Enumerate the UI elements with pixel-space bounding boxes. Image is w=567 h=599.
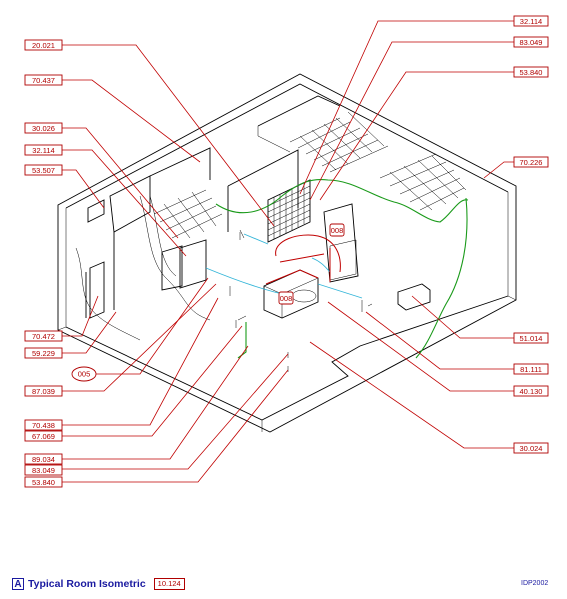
callout-81111: 81.111	[513, 363, 549, 375]
svg-text:83.049: 83.049	[520, 38, 543, 47]
svg-text:83.049: 83.049	[32, 466, 55, 475]
callout-70438: 70.438	[24, 419, 63, 431]
callout-32114-top: 32.114	[513, 15, 549, 27]
view-reference-tag: 10.124	[153, 578, 185, 590]
svg-text:59.229: 59.229	[32, 349, 55, 358]
sheet-code: IDP2002	[521, 580, 549, 587]
svg-text:70.472: 70.472	[32, 332, 55, 341]
svg-text:40.130: 40.130	[520, 387, 543, 396]
callout-70437: 70.437	[24, 74, 63, 86]
svg-text:005: 005	[78, 370, 91, 379]
green-wall-edges	[215, 178, 469, 359]
svg-text:51.014: 51.014	[520, 334, 543, 343]
svg-text:53.840: 53.840	[32, 478, 55, 487]
svg-text:53.507: 53.507	[32, 166, 55, 175]
callout-89034: 89.034	[24, 453, 63, 465]
callout-67069: 67.069	[24, 430, 63, 442]
svg-text:30.026: 30.026	[32, 124, 55, 133]
callout-40130: 40.130	[513, 385, 549, 397]
svg-text:67.069: 67.069	[32, 432, 55, 441]
svg-text:89.034: 89.034	[32, 455, 55, 464]
svg-text:70.438: 70.438	[32, 421, 55, 430]
callout-53840-bottom: 53.840	[24, 476, 63, 488]
svg-text:32.114: 32.114	[520, 17, 542, 26]
callout-20021: 20.021	[24, 39, 63, 51]
svg-text:20.021: 20.021	[32, 41, 55, 50]
svg-text:53.840: 53.840	[520, 68, 543, 77]
svg-text:008: 008	[280, 294, 293, 303]
view-title: Typical Room Isometric	[28, 578, 146, 590]
callout-32114-left: 32.114	[24, 144, 63, 156]
svg-text:70.226: 70.226	[520, 158, 543, 167]
callout-70472: 70.472	[24, 330, 63, 342]
callout-30024: 30.024	[513, 442, 549, 454]
callout-008-upper: 008	[329, 223, 345, 237]
lighting-lines	[205, 233, 363, 299]
red-fixtures	[265, 234, 341, 285]
room-linework	[57, 73, 517, 433]
callout-87039: 87.039	[24, 385, 63, 397]
callout-83049-bottom: 83.049	[24, 464, 63, 476]
callout-53840-top: 53.840	[513, 66, 549, 78]
callout-008-lower: 008	[278, 291, 294, 305]
svg-text:30.024: 30.024	[520, 444, 543, 453]
svg-text:70.437: 70.437	[32, 76, 55, 85]
callout-83049-top: 83.049	[513, 36, 549, 48]
callout-70226: 70.226	[513, 156, 549, 168]
leader-lines	[62, 20, 514, 483]
svg-text:32.114: 32.114	[32, 146, 54, 155]
callout-30026: 30.026	[24, 122, 63, 134]
callout-53507: 53.507	[24, 164, 63, 176]
callout-005: 005	[71, 366, 97, 382]
view-letter: A	[12, 578, 24, 590]
callout-59229: 59.229	[24, 347, 63, 359]
svg-text:008: 008	[331, 226, 344, 235]
svg-text:87.039: 87.039	[32, 387, 55, 396]
svg-text:81.111: 81.111	[520, 365, 542, 374]
callout-51014: 51.014	[513, 332, 549, 344]
title-block: A Typical Room Isometric 10.124	[12, 576, 185, 592]
